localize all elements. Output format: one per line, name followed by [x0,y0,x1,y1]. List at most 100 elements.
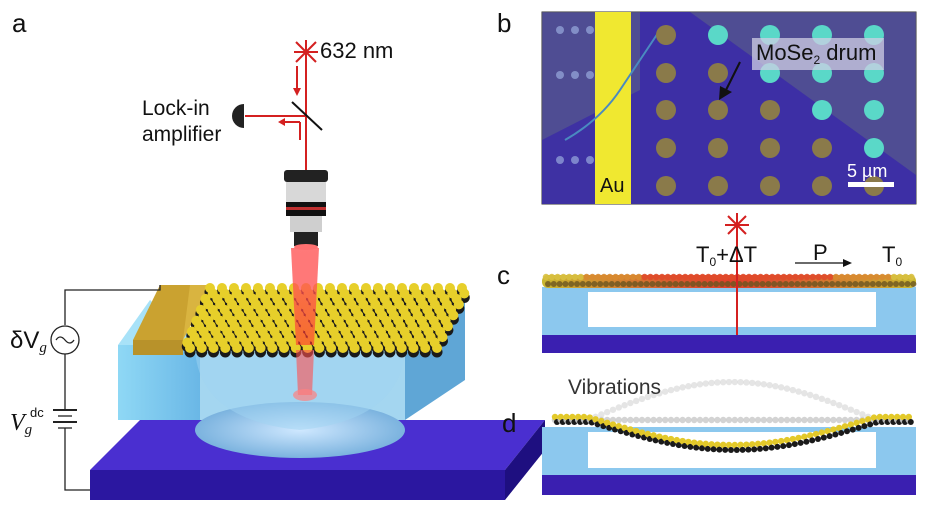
heat-atom [908,273,915,281]
heat-atom-bottom [835,281,841,287]
drum-dot [586,71,594,79]
mose2-membrane [181,283,470,358]
vibrating-atom-dark [907,419,914,425]
heat-atom [722,273,729,281]
heat-atom-bottom [730,281,737,287]
vibrating-atom-dark [855,424,862,431]
vibrating-atom [888,413,895,421]
heat-atom [751,273,758,281]
vibrating-atom [702,440,709,448]
vibrating-atom [650,432,657,439]
drum-dot [571,26,579,34]
ghost-atom [760,381,767,388]
heat-atom-bottom [545,281,551,287]
ghost-atom [662,388,669,395]
rest-atom [633,416,640,424]
ghost-atom [859,411,866,418]
rest-atom [772,416,779,424]
vibrating-atom-dark [733,446,740,453]
drum-hole [760,138,780,158]
rest-atom [749,416,756,424]
heat-atom [693,273,700,281]
lockin-label-line1: Lock-in [142,97,210,120]
vibrating-atom [841,423,849,430]
ghost-atom [783,385,791,392]
heat-atom-bottom [719,281,725,287]
heat-atom [798,273,805,281]
cold-temperature-label: T0 [882,242,903,270]
vibrating-atom [766,439,773,446]
heat-atom [792,273,799,281]
vibrating-atom [830,426,837,433]
ghost-atom [812,393,820,401]
heat-atom [687,273,695,281]
heat-atom-bottom [748,281,754,287]
vibrating-atom [656,433,663,440]
heat-atom [618,273,625,281]
heat-atom-bottom [869,281,876,287]
heat-atom [589,273,596,281]
rest-atom [621,416,628,424]
atom-gold [437,332,448,343]
heat-atom [850,273,857,281]
heat-atom [774,273,782,281]
vibrating-atom-dark [826,433,833,440]
gold-electrode [133,285,212,355]
vibrating-atom-dark [791,441,798,448]
vibrating-atom-dark [786,442,792,449]
drum-dot [556,26,564,34]
drum-hole [708,63,728,83]
vibrating-atom [876,413,883,421]
rest-atom [673,416,680,424]
vibrating-atom [760,440,767,447]
ghost-atom [633,397,640,405]
drum-hole [864,100,884,120]
rest-atom [766,416,773,424]
heat-atom [629,273,637,281]
ghost-atom [598,411,605,418]
ghost-atom [708,379,715,387]
laser-wavelength-label: 632 nm [320,38,394,63]
ghost-atom [737,378,744,386]
rest-atom [760,416,767,424]
vibrating-atom [621,424,628,432]
drum-hole [812,176,832,196]
heat-atom-bottom [562,281,569,287]
heat-atom-bottom [707,281,714,287]
heat-atom-bottom [782,281,789,287]
heat-atom-bottom [829,281,836,287]
vibrating-atom-dark [780,443,787,450]
heat-atom [902,273,909,281]
vibrating-atom-dark [658,438,665,445]
vibrating-atom [667,435,675,443]
vibrating-atom [569,413,576,421]
ghost-atom [841,404,849,411]
heat-atom [827,273,834,281]
vibrating-atom [557,413,564,421]
vibrating-atom [598,417,605,425]
ghost-atom [691,381,698,389]
ghost-atom [801,390,808,397]
heat-atom-bottom [765,281,772,287]
heat-atom-bottom [893,281,899,287]
vibrating-atom [743,441,750,448]
panel-label-a: a [12,8,27,38]
heat-atom-bottom [701,281,708,287]
rest-atom [685,416,692,424]
scale-bar [848,182,894,187]
photodetector-icon [232,104,244,128]
electrode-label: Au [600,175,625,197]
atom-gold [279,343,290,353]
vibrating-atom [644,430,651,438]
atom-gold [314,343,325,353]
rest-atom [638,416,646,424]
heat-atom-bottom [823,281,830,287]
drum-hole [656,138,676,158]
heat-atom [821,273,828,281]
heat-atom [745,273,753,281]
vibrating-atom-dark [803,438,810,445]
vibrating-atom-dark [838,429,845,436]
vibrating-atom-dark [722,446,729,453]
heat-atom [606,273,613,281]
